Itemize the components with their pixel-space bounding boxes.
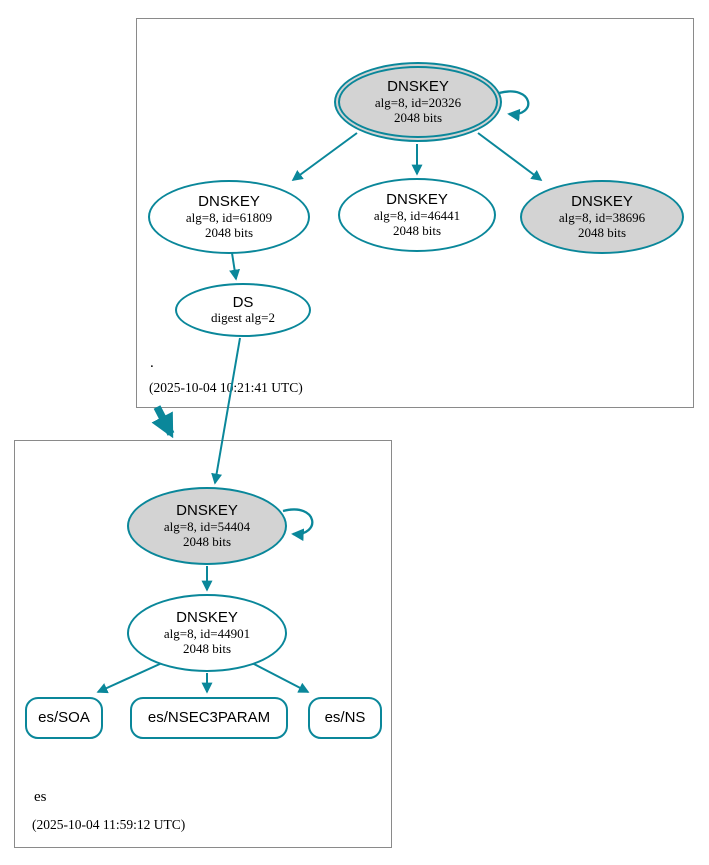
zone-box-es xyxy=(14,440,392,848)
edge-20326-61809 xyxy=(291,132,358,181)
zone-box-root xyxy=(136,18,694,408)
edge-delegation-root-es xyxy=(151,405,175,439)
ds-node[interactable]: DS digest alg=2 xyxy=(175,283,311,337)
dnskey-node-61809[interactable]: DNSKEY alg=8, id=61809 2048 bits xyxy=(148,180,310,254)
dnskey-node-44901[interactable]: DNSKEY alg=8, id=44901 2048 bits xyxy=(127,594,287,672)
edge-44901-soa xyxy=(96,662,163,694)
edge-44901-ns xyxy=(251,662,310,693)
dnskey-node-20326[interactable]: DNSKEY alg=8, id=20326 2048 bits xyxy=(334,62,502,142)
dnskey-node-54404[interactable]: DNSKEY alg=8, id=54404 2048 bits xyxy=(127,487,287,565)
zone-timestamp-es: (2025-10-04 11:59:12 UTC) xyxy=(32,817,186,832)
dnskey-node-46441[interactable]: DNSKEY alg=8, id=46441 2048 bits xyxy=(338,178,496,252)
rrset-node-es-nsec3param[interactable]: es/NSEC3PARAM xyxy=(130,697,288,739)
edge-61809-ds xyxy=(229,252,241,281)
dnskey-node-38696[interactable]: DNSKEY alg=8, id=38696 2048 bits xyxy=(520,180,684,254)
edge-ds-54404 xyxy=(211,337,241,485)
edge-root-ksk-self-loop xyxy=(498,90,530,122)
rrset-node-es-soa[interactable]: es/SOA xyxy=(25,697,103,739)
zone-timestamp-root: (2025-10-04 10:21:41 UTC) xyxy=(149,380,303,395)
edge-20326-38696 xyxy=(477,132,543,181)
zone-name-root: . xyxy=(150,355,154,371)
edge-es-ksk-self-loop xyxy=(282,508,314,542)
zone-name-es: es xyxy=(34,789,47,805)
rrset-node-es-ns[interactable]: es/NS xyxy=(308,697,382,739)
